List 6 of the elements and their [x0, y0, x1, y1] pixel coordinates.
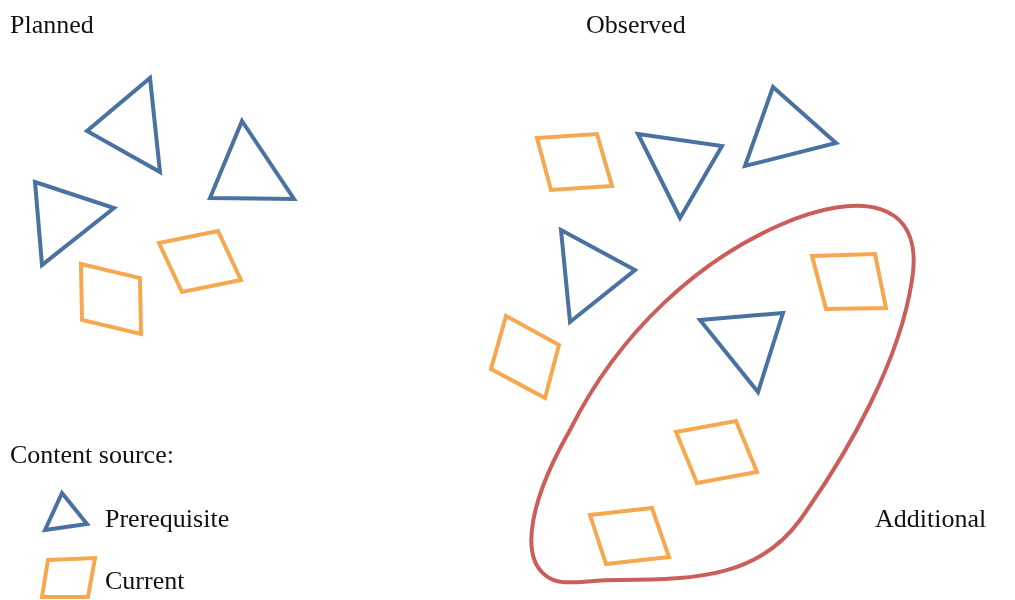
section-heading: Planned	[10, 10, 94, 40]
legend-label: Prerequisite	[105, 504, 230, 534]
group-label: Additional	[875, 504, 987, 534]
section-heading: Observed	[586, 10, 686, 40]
legend-label: Current	[105, 566, 185, 596]
legend-heading: Content source:	[10, 440, 174, 470]
